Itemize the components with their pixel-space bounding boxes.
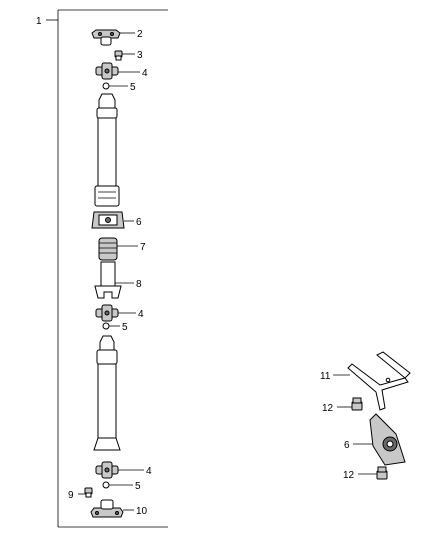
callout-2: 2 — [137, 29, 143, 40]
callout-4-bottom: 4 — [146, 466, 152, 477]
rear-propeller-shaft — [93, 335, 121, 451]
universal-joint-bottom — [95, 461, 119, 479]
front-flange-yoke — [91, 29, 121, 46]
callout-9: 9 — [68, 490, 74, 501]
callout-1: 1 — [36, 16, 42, 27]
snap-ring-top — [102, 82, 110, 90]
callout-12-upper: 12 — [322, 403, 334, 414]
center-bearing-right — [369, 413, 406, 466]
center-bearing — [91, 211, 125, 229]
front-propeller-shaft — [94, 93, 120, 207]
callout-7: 7 — [140, 242, 146, 253]
assembly-bracket — [46, 9, 168, 528]
nut-upper — [351, 397, 363, 411]
callout-12-lower: 12 — [343, 470, 355, 481]
rear-flange-yoke — [90, 499, 124, 518]
callout-6: 6 — [136, 217, 142, 228]
callout-4: 4 — [142, 68, 148, 79]
callout-4-middle: 4 — [138, 309, 144, 320]
snap-ring-middle — [102, 322, 110, 330]
mounting-bracket — [347, 351, 411, 411]
callout-5: 5 — [130, 82, 136, 93]
nut-lower — [376, 466, 388, 480]
snap-ring-bottom — [102, 481, 110, 489]
callout-8: 8 — [136, 279, 142, 290]
callout-5-bottom: 5 — [135, 481, 141, 492]
callout-6-right: 6 — [344, 440, 350, 451]
callout-3: 3 — [137, 50, 143, 61]
bolt — [114, 50, 123, 61]
universal-joint-top — [95, 62, 119, 80]
callout-5-middle: 5 — [122, 322, 128, 333]
slip-yoke — [94, 261, 122, 299]
callout-10: 10 — [136, 506, 148, 517]
bolt-lower — [84, 487, 93, 498]
universal-joint-middle — [95, 304, 119, 322]
callout-11: 11 — [320, 371, 331, 382]
boot — [98, 237, 118, 261]
